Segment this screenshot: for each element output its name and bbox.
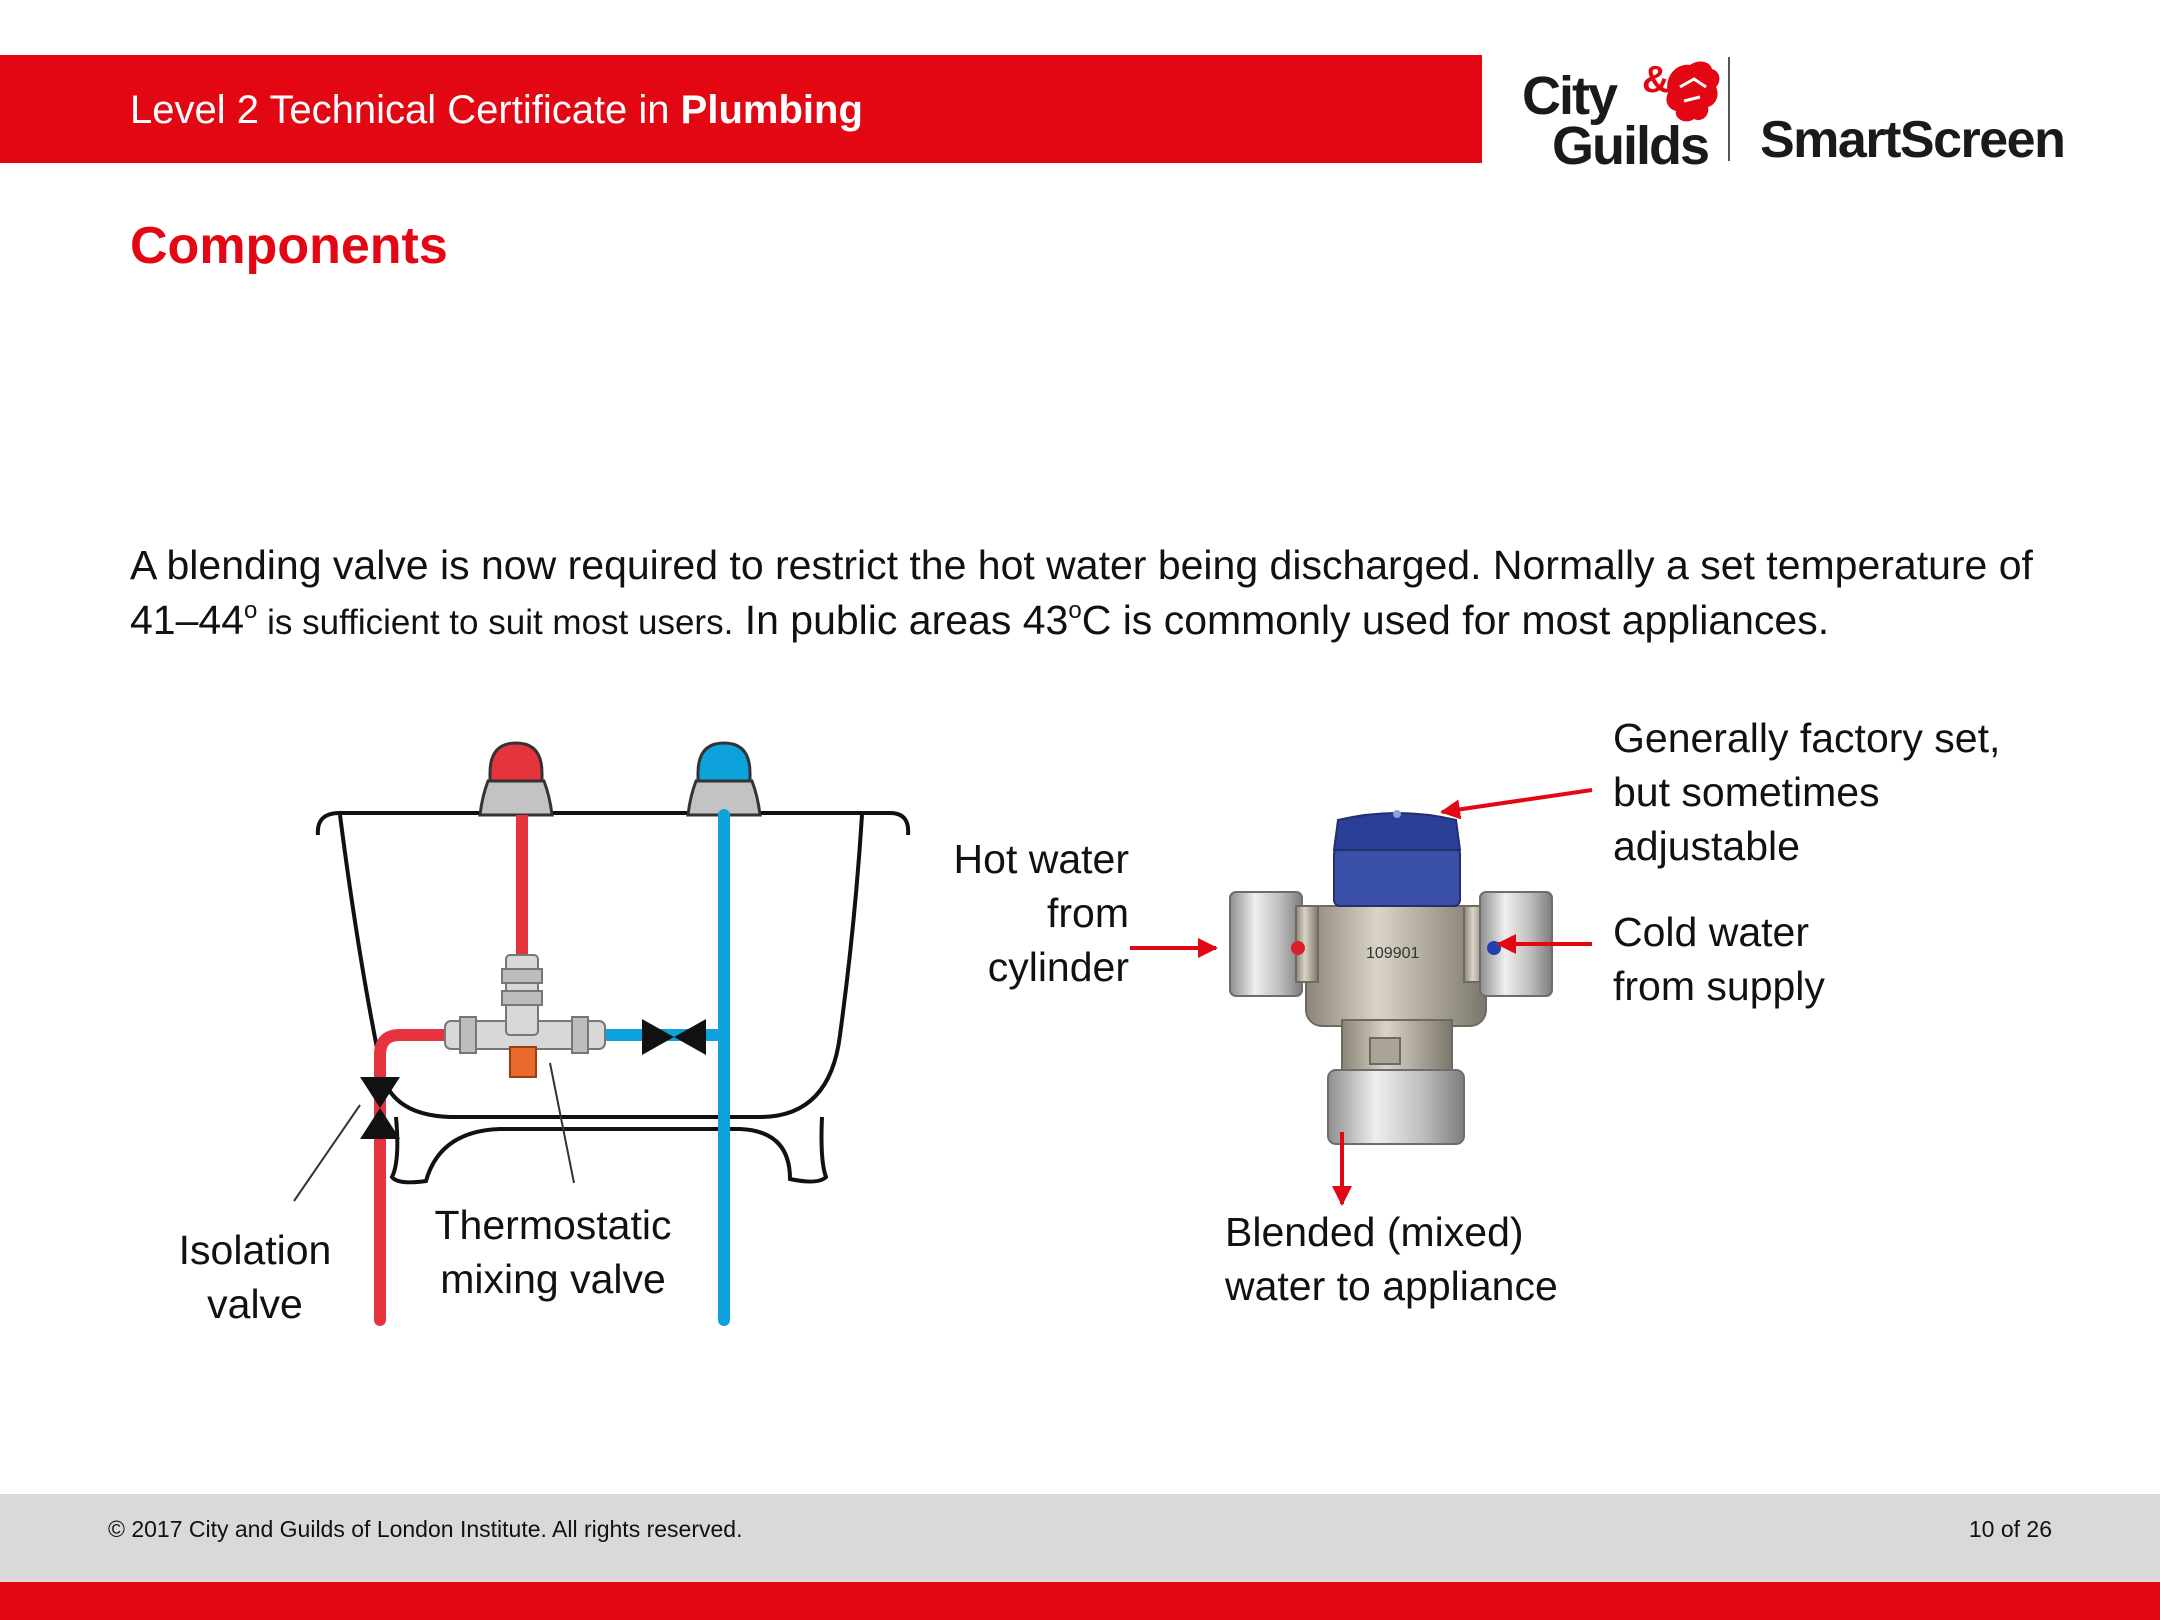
tmv-label: Thermostatic mixing valve [434, 1202, 672, 1302]
page-title: Components [130, 217, 448, 275]
smartscreen-logo: SmartScreen [1760, 111, 2066, 169]
header-bar [0, 55, 1482, 163]
logo-divider [1728, 57, 1730, 161]
thermostatic-mixing-valve [444, 954, 606, 1078]
intro-paragraph: A blending valve is now required to rest… [130, 542, 2033, 643]
page-number: 10 of 26 [1968, 1516, 2052, 1542]
footer-bar [0, 1494, 2160, 1582]
isolation-valve-cold [642, 1019, 706, 1055]
cold-tap [686, 741, 762, 817]
isolation-leader [293, 1104, 361, 1202]
isolation-valve-label: Isolation valve [178, 1227, 332, 1327]
blended-water-label: Blended (mixed) water to appliance [1225, 1209, 1558, 1309]
footer-stripe [0, 1582, 2160, 1620]
hot-pipe-supply [374, 1029, 456, 1326]
cold-water-label: Cold water from supply [1613, 909, 1825, 1009]
course-title-bold: Plumbing [680, 88, 863, 132]
tmv-leader [549, 1062, 575, 1184]
annotation-arrows [1130, 788, 1593, 1206]
lion-icon [1666, 61, 1720, 122]
copyright-text: © 2017 City and Guilds of London Institu… [108, 1516, 743, 1542]
factory-arrow [1440, 788, 1593, 820]
isolation-valve-hot [360, 1077, 400, 1139]
hot-tap [478, 741, 554, 817]
valve-marking: 109901 [1366, 945, 1419, 962]
course-title: Level 2 Technical Certificate in Plumbin… [130, 88, 863, 132]
city-guilds-logo: City Guilds & [1522, 55, 1722, 176]
bath-diagram [293, 741, 911, 1326]
bath-outline [315, 811, 911, 1185]
hot-water-label: Hot water from cylinder [953, 836, 1129, 990]
factory-set-label: Generally factory set, but sometimes adj… [1613, 715, 2001, 869]
